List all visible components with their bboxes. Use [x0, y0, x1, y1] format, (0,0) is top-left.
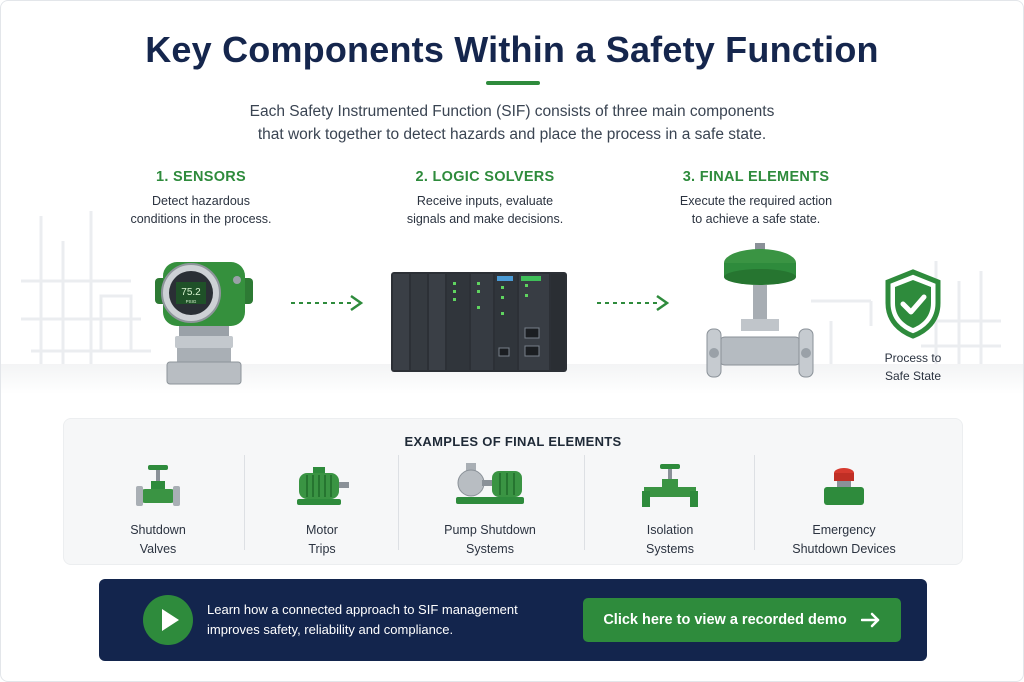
- step-desc-line: signals and make decisions.: [406, 212, 564, 226]
- safe-state-line: Safe State: [884, 369, 942, 383]
- actuated-valve-icon: [706, 243, 814, 378]
- example-emergency-shutdown: Emergency Shutdown Devices: [774, 461, 914, 559]
- example-label-line: Trips: [308, 542, 336, 556]
- pump-icon: [456, 463, 524, 504]
- motor-icon: [297, 467, 349, 505]
- divider: [244, 455, 245, 550]
- examples-title: EXAMPLES OF FINAL ELEMENTS: [404, 434, 622, 449]
- display-unit: PSIG: [186, 299, 197, 304]
- example-label-line: Valves: [139, 542, 177, 556]
- examples-panel: EXAMPLES OF FINAL ELEMENTS Shutdown Valv…: [63, 418, 963, 565]
- cta-text-line: improves safety, reliability and complia…: [207, 622, 454, 637]
- step-description: Receive inputs, evaluate signals and mak…: [385, 192, 585, 228]
- intro-line-2: that work together to detect hazards and…: [257, 126, 767, 143]
- step-desc-line: Execute the required action: [679, 194, 833, 208]
- step-description: Detect hazardous conditions in the proce…: [111, 192, 291, 228]
- step-desc-line: Detect hazardous: [152, 194, 250, 208]
- divider: [398, 455, 399, 550]
- example-label-line: Motor: [306, 523, 338, 537]
- title-underline: [486, 81, 540, 85]
- example-label: Shutdown Valves: [108, 521, 208, 559]
- example-motor-trips: Motor Trips: [272, 461, 372, 559]
- step-sensors: 1. SENSORS Detect hazardous conditions i…: [111, 169, 291, 228]
- step-logic-solvers: 2. LOGIC SOLVERS Receive inputs, evaluat…: [385, 169, 585, 228]
- step-title: 3. FINAL ELEMENTS: [682, 169, 830, 185]
- play-icon: [162, 609, 179, 631]
- view-demo-button-label: Click here to view a recorded demo: [603, 612, 847, 628]
- view-demo-button[interactable]: Click here to view a recorded demo: [583, 598, 901, 642]
- step-desc-line: to achieve a safe state.: [691, 212, 821, 226]
- isolation-valve-icon: [642, 464, 698, 507]
- cta-text: Learn how a connected approach to SIF ma…: [207, 600, 518, 640]
- example-isolation-systems: Isolation Systems: [620, 461, 720, 559]
- example-label: Isolation Systems: [620, 521, 720, 559]
- valve-icon: [136, 465, 180, 506]
- flow-arrow-icon: [597, 294, 670, 312]
- example-label-line: Pump Shutdown: [444, 523, 536, 537]
- emergency-button-icon: [824, 468, 864, 505]
- shield-check-icon: [885, 269, 941, 339]
- example-label: Emergency Shutdown Devices: [774, 521, 914, 559]
- cta-text-line: Learn how a connected approach to SIF ma…: [207, 602, 518, 617]
- example-label: Motor Trips: [272, 521, 372, 559]
- intro-line-1: Each Safety Instrumented Function (SIF) …: [249, 103, 775, 120]
- cta-banner: Learn how a connected approach to SIF ma…: [99, 579, 927, 661]
- pressure-transmitter-icon: 75.2 PSIG: [155, 262, 253, 385]
- play-button[interactable]: [143, 595, 193, 645]
- logic-solver-rack-icon: [391, 272, 567, 372]
- example-label-line: Isolation: [646, 523, 694, 537]
- divider: [754, 455, 755, 550]
- step-title: 1. SENSORS: [155, 169, 247, 185]
- arrow-right-icon: [860, 612, 879, 628]
- example-label: Pump Shutdown Systems: [432, 521, 548, 559]
- flow-arrow-icon: [291, 294, 364, 312]
- safe-state-line: Process to: [884, 351, 942, 365]
- example-shutdown-valves: Shutdown Valves: [108, 461, 208, 559]
- example-label-line: Shutdown Devices: [792, 542, 896, 556]
- example-label-line: Shutdown: [130, 523, 186, 537]
- example-label-line: Systems: [646, 542, 694, 556]
- page-title: Key Components Within a Safety Function: [145, 29, 879, 70]
- step-description: Execute the required action to achieve a…: [661, 192, 851, 228]
- safe-state-label: Process to Safe State: [871, 349, 955, 385]
- step-final-elements: 3. FINAL ELEMENTS Execute the required a…: [661, 169, 851, 228]
- example-label-line: Emergency: [812, 523, 876, 537]
- intro-text: Each Safety Instrumented Function (SIF) …: [1, 100, 1023, 146]
- divider: [584, 455, 585, 550]
- step-desc-line: conditions in the process.: [130, 212, 272, 226]
- step-title: 2. LOGIC SOLVERS: [415, 169, 555, 185]
- example-label-line: Systems: [466, 542, 514, 556]
- example-pump-shutdown: Pump Shutdown Systems: [432, 461, 548, 559]
- display-value: 75.2: [181, 287, 201, 298]
- step-desc-line: Receive inputs, evaluate: [416, 194, 554, 208]
